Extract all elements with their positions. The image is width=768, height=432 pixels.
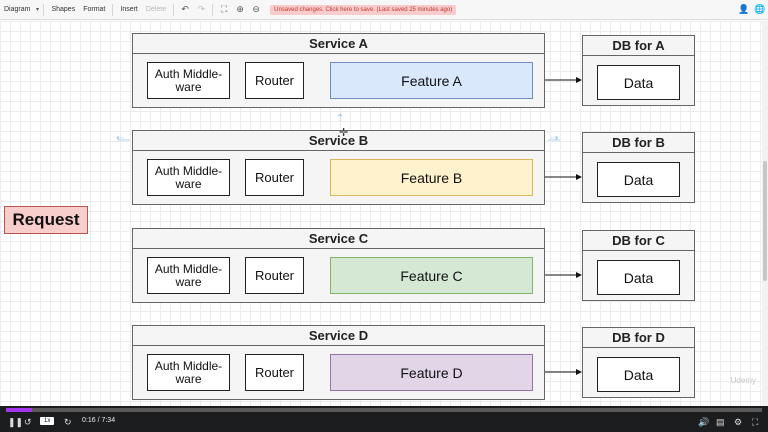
- db-c-data[interactable]: Data: [597, 260, 680, 295]
- globe-icon[interactable]: 🌐: [754, 4, 766, 14]
- captions-icon[interactable]: ▤: [716, 417, 725, 427]
- zoom-out-icon[interactable]: ⊖: [252, 4, 260, 14]
- settings-gear-icon[interactable]: ⚙: [734, 417, 743, 427]
- undo-icon[interactable]: ↶: [181, 4, 189, 14]
- toolbar: Diagram ▾ Shapes Format Insert Delete ↶ …: [0, 0, 768, 20]
- rewind-icon[interactable]: ↺: [24, 417, 32, 427]
- request-node[interactable]: Request: [4, 206, 88, 234]
- selection-arrow-right-icon[interactable]: ⇢: [550, 133, 559, 144]
- playback-time: 0:16 / 7:34: [82, 417, 116, 424]
- db-d-data[interactable]: Data: [597, 357, 680, 392]
- redo-icon[interactable]: ↷: [197, 4, 205, 14]
- shapes-button[interactable]: Shapes: [51, 6, 76, 13]
- service-d-title: Service D: [133, 326, 544, 346]
- selection-arrow-left-icon[interactable]: ⇠: [116, 133, 125, 144]
- scrollbar-thumb[interactable]: [763, 161, 767, 281]
- service-c-auth-middleware[interactable]: Auth Middle-ware: [147, 257, 230, 294]
- unsaved-changes-banner[interactable]: Unsaved changes. Click here to save. (La…: [270, 4, 457, 15]
- service-a-router[interactable]: Router: [245, 62, 304, 99]
- toolbar-right: 👤 🌐: [736, 4, 768, 15]
- fullscreen-icon[interactable]: ⛶: [220, 4, 228, 14]
- udemy-watermark: Udemy: [730, 376, 756, 385]
- diagram-canvas[interactable]: Service A Auth Middle-ware Router Featur…: [0, 21, 762, 406]
- format-button[interactable]: Format: [83, 6, 106, 13]
- video-progress-bar[interactable]: [6, 408, 762, 412]
- divider: [112, 3, 114, 16]
- video-player-controls: ❚❚ ↺ 1x ↻ 0:16 / 7:34 🔊 ▤ ⚙ ⛶: [0, 406, 768, 432]
- service-d-feature[interactable]: Feature D: [330, 354, 533, 391]
- service-d-router[interactable]: Router: [245, 354, 304, 391]
- service-b-router[interactable]: Router: [245, 159, 304, 196]
- service-a-auth-middleware[interactable]: Auth Middle-ware: [147, 62, 230, 99]
- db-b-data[interactable]: Data: [597, 162, 680, 197]
- vertical-scrollbar[interactable]: [762, 21, 768, 406]
- service-b-title: Service B: [133, 131, 544, 151]
- diagram-menu[interactable]: Diagram: [4, 6, 31, 13]
- db-d-title: DB for D: [583, 328, 694, 348]
- service-c-feature[interactable]: Feature C: [330, 257, 533, 294]
- volume-icon[interactable]: 🔊: [698, 417, 710, 427]
- db-c-title: DB for C: [583, 231, 694, 251]
- divider: [212, 3, 214, 16]
- db-a-title: DB for A: [583, 36, 694, 56]
- video-progress-fill: [6, 408, 33, 412]
- divider: [43, 3, 45, 16]
- selection-arrow-up-icon[interactable]: ⇡: [336, 113, 345, 124]
- service-c-router[interactable]: Router: [245, 257, 304, 294]
- insert-button[interactable]: Insert: [120, 6, 138, 13]
- pause-icon[interactable]: ❚❚: [8, 417, 24, 427]
- db-a-data[interactable]: Data: [597, 65, 680, 100]
- db-b-title: DB for B: [583, 133, 694, 153]
- delete-button[interactable]: Delete: [145, 6, 167, 13]
- playback-speed-button[interactable]: 1x: [40, 417, 55, 425]
- user-icon[interactable]: 👤: [738, 4, 750, 14]
- service-b-auth-middleware[interactable]: Auth Middle-ware: [147, 159, 230, 196]
- divider: [173, 3, 175, 16]
- service-a-title: Service A: [133, 34, 544, 54]
- service-a-feature[interactable]: Feature A: [330, 62, 533, 99]
- forward-icon[interactable]: ↻: [64, 417, 72, 427]
- move-cursor-icon: ✛: [339, 127, 349, 139]
- service-b-feature[interactable]: Feature B: [330, 159, 533, 196]
- service-c-title: Service C: [133, 229, 544, 249]
- zoom-in-icon[interactable]: ⊕: [236, 4, 244, 14]
- fullscreen-player-icon[interactable]: ⛶: [752, 417, 759, 427]
- chevron-down-icon: ▾: [35, 7, 39, 13]
- service-d-auth-middleware[interactable]: Auth Middle-ware: [147, 354, 230, 391]
